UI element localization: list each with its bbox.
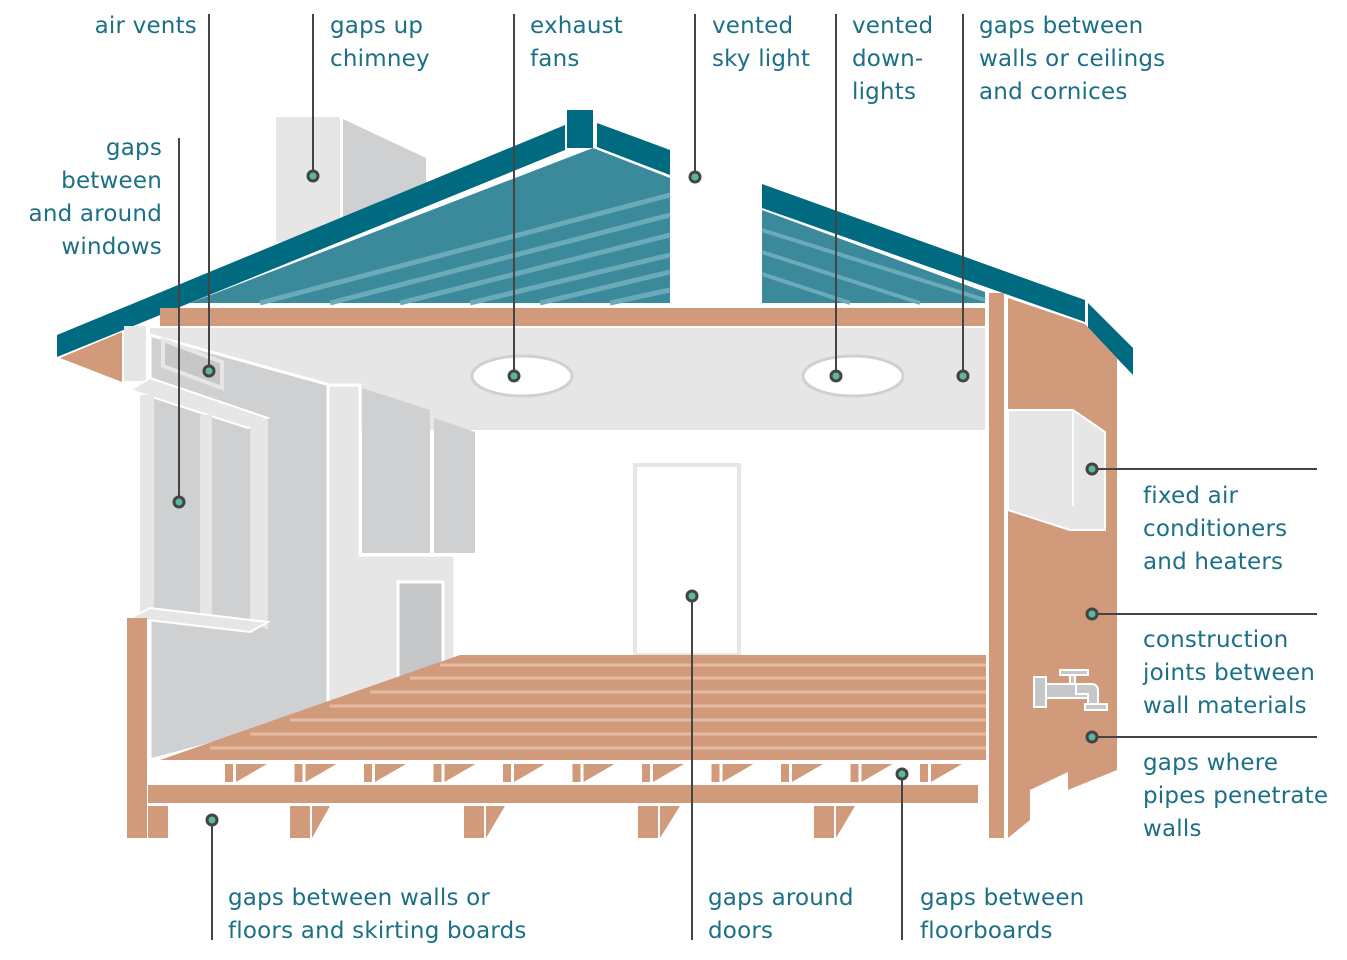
- label-air-vents: air vents: [94, 13, 197, 39]
- floor-joists: [225, 764, 962, 782]
- roof-ridge-cap: [567, 110, 593, 148]
- eave-left: [60, 332, 122, 382]
- label-floorboards: gaps between floorboards: [920, 885, 1085, 944]
- marker-skirting: [205, 813, 219, 827]
- right-wall: [1008, 298, 1117, 838]
- floorboard-gaps: [210, 663, 986, 750]
- marker-pipes: [1085, 730, 1099, 744]
- joist-brace: [653, 764, 684, 782]
- ceiling-beam: [160, 308, 985, 326]
- wall-post-left-top: [124, 326, 146, 381]
- left-wall-post: [127, 618, 147, 838]
- joist: [294, 764, 303, 782]
- label-skirting: gaps between walls or floors and skirtin…: [228, 885, 527, 944]
- fireplace-side: [434, 418, 475, 553]
- exhaust-fan: [470, 354, 574, 398]
- label-doors: gaps around doors: [708, 885, 854, 944]
- piers: [148, 806, 855, 838]
- label-exhaust-fans: exhaust fans: [530, 13, 624, 72]
- joist: [364, 764, 372, 782]
- downlight: [801, 354, 905, 398]
- joist-brace: [305, 764, 337, 782]
- joist-brace: [236, 764, 267, 782]
- right-wall-stud: [989, 293, 1004, 838]
- roof-edge-ridge-right: [597, 123, 670, 175]
- roof-edge-corner: [1088, 303, 1133, 375]
- door-frame: [633, 463, 741, 657]
- window: [126, 376, 272, 634]
- joist: [850, 764, 859, 782]
- marker-chimney: [306, 169, 320, 183]
- bearer: [148, 785, 978, 803]
- joist-brace: [514, 764, 545, 782]
- label-air-conditioners: fixed air conditioners and heaters: [1143, 483, 1288, 575]
- joist: [711, 764, 720, 782]
- label-windows: gaps between and around windows: [28, 135, 162, 260]
- joist-brace: [444, 764, 476, 782]
- joist-brace: [375, 764, 406, 782]
- joist: [781, 764, 789, 782]
- joist-brace: [861, 764, 893, 782]
- label-pipes: gaps where pipes penetrate walls: [1143, 750, 1329, 842]
- roof-edge-right: [762, 184, 1085, 322]
- marker-cornices: [956, 369, 970, 383]
- label-construction-joints: construction joints between wall materia…: [1143, 627, 1315, 719]
- label-cornices: gaps between walls or ceilings and corni…: [979, 13, 1166, 105]
- roof-face-left: [190, 148, 670, 303]
- joist-brace: [722, 764, 754, 782]
- tap-icon: [1033, 669, 1108, 711]
- marker-air-vents: [202, 364, 216, 378]
- joist-brace: [583, 764, 615, 782]
- marker-floorboards: [895, 767, 909, 781]
- label-chimney: gaps up chimney: [330, 13, 430, 72]
- joist: [503, 764, 511, 782]
- roof-edge-left: [57, 125, 565, 357]
- joist-brace: [931, 764, 962, 782]
- joist: [920, 764, 928, 782]
- marker-windows: [172, 495, 186, 509]
- joist: [433, 764, 442, 782]
- joist: [572, 764, 581, 782]
- marker-construction-joints: [1085, 607, 1099, 621]
- marker-sky-light: [688, 170, 702, 184]
- label-downlights: vented down- lights: [852, 13, 934, 105]
- fireplace-chimney-breast: [362, 388, 430, 553]
- roof-stripes-left: [259, 192, 671, 306]
- roof-face-right: [762, 210, 985, 303]
- joist: [642, 764, 650, 782]
- marker-doors: [685, 589, 699, 603]
- marker-exhaust-fans: [507, 369, 521, 383]
- label-sky-light: vented sky light: [712, 13, 811, 72]
- marker-downlights: [829, 369, 843, 383]
- joist: [225, 764, 233, 782]
- marker-air-conditioners: [1085, 462, 1099, 476]
- joist-brace: [792, 764, 823, 782]
